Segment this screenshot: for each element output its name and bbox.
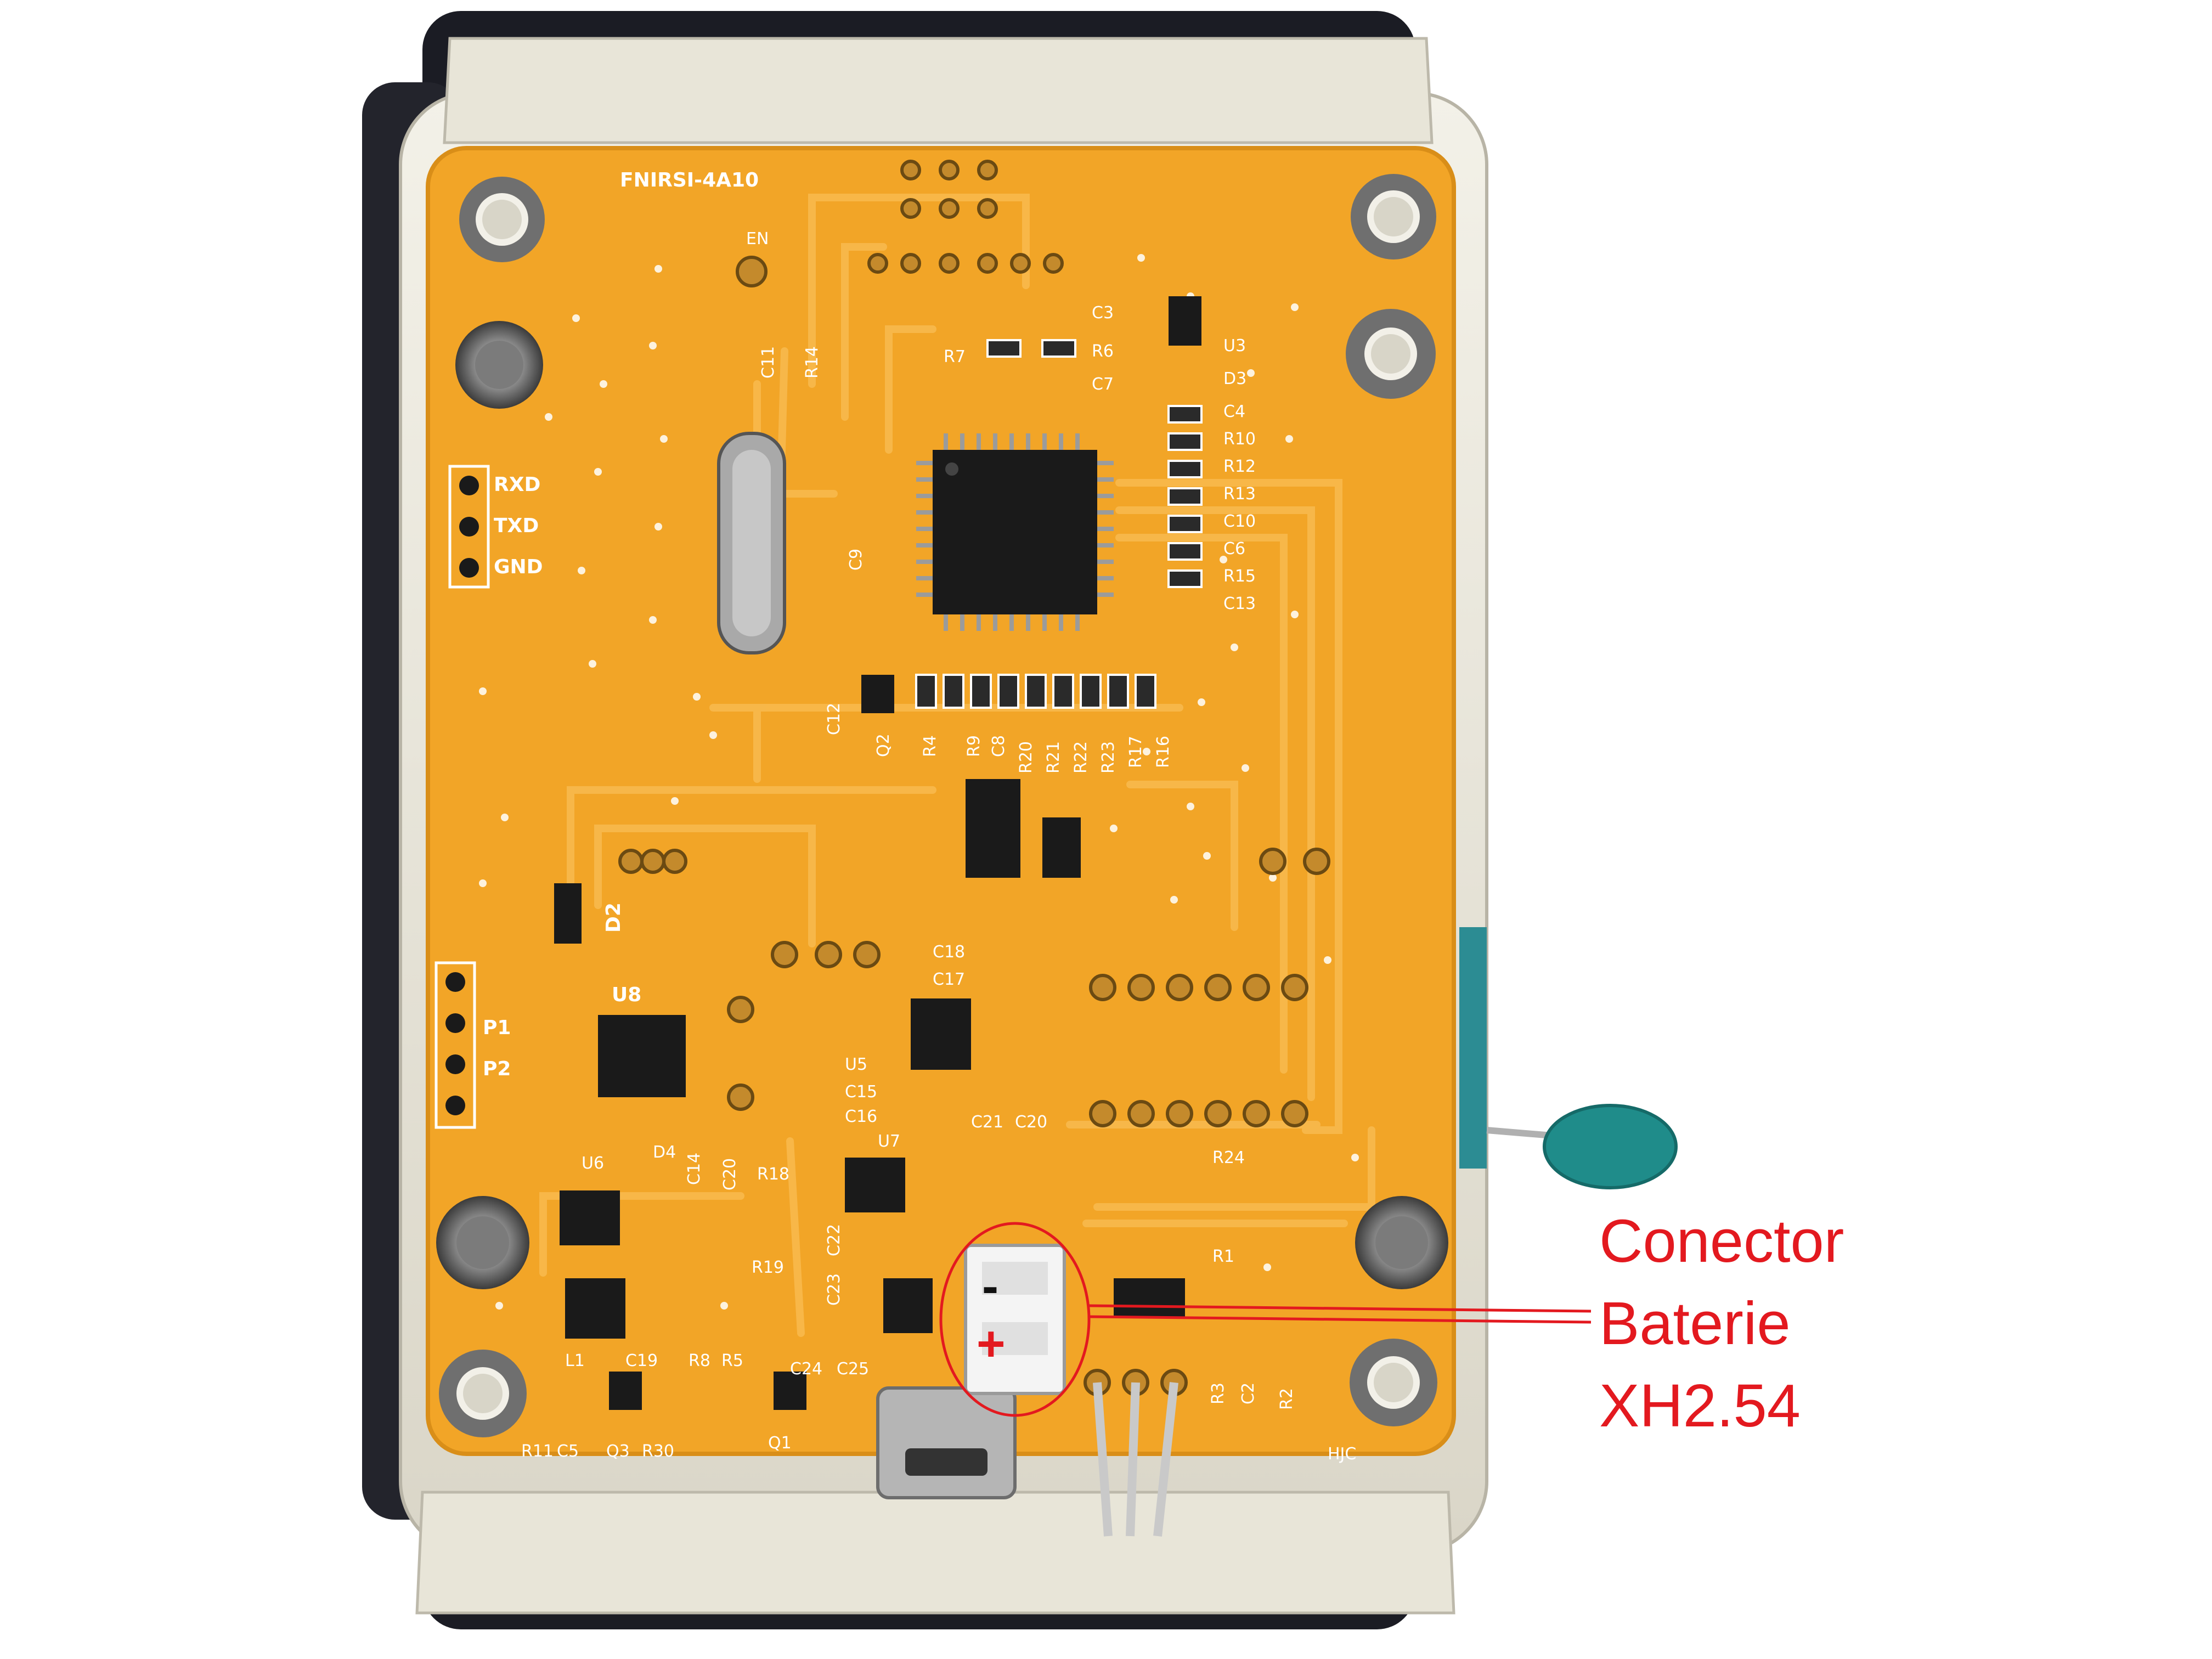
screw-lower-right [1355, 1196, 1448, 1289]
d3-label: D3 [1223, 369, 1246, 388]
screw-bottom-right [1350, 1339, 1437, 1426]
screw-upper-left [455, 321, 543, 409]
u3-label: U3 [1223, 336, 1246, 356]
p2-label: P2 [483, 1058, 511, 1080]
q3-label: Q3 [606, 1442, 630, 1461]
signature-label: HJC [1328, 1444, 1356, 1464]
ic-packages [554, 296, 1201, 1410]
crystal-oscillator [717, 432, 786, 654]
r2-label: R2 [1277, 1388, 1296, 1410]
smd-passives [915, 339, 1203, 709]
d2-label: D2 [602, 902, 625, 933]
microcontroller-chip [916, 433, 1114, 631]
c11-label: C11 [759, 346, 778, 379]
c18-label: C18 [933, 943, 965, 962]
c20-label: C20 [1015, 1113, 1047, 1132]
transistor-leads [1093, 1382, 1178, 1537]
c12-label: C12 [825, 703, 844, 735]
test-capacitor [1486, 1104, 1678, 1189]
annotation-line-3: XH2.54 [1599, 1372, 1801, 1440]
c24-label: C24 [790, 1359, 822, 1379]
c13-label: C13 [1223, 594, 1256, 613]
rxd-label: RXD [494, 473, 540, 496]
l1-label: L1 [565, 1351, 585, 1370]
c22-label: C22 [825, 1224, 844, 1256]
annotation-graphics [939, 1222, 1592, 1417]
r19-label: R19 [752, 1258, 784, 1277]
r22-label: R22 [1071, 741, 1091, 774]
header-pins-left [435, 465, 490, 1129]
r11-label: R11 [521, 1442, 554, 1461]
r5-label: R5 [721, 1351, 743, 1370]
screw-top-right [1351, 174, 1436, 259]
c17-label: C17 [933, 970, 965, 989]
annotation-label: Conector Baterie XH2.54 [1599, 1207, 1844, 1440]
r4-label: R4 [921, 735, 940, 757]
u5-label: U5 [845, 1055, 867, 1074]
r20-label: R20 [1017, 741, 1036, 774]
c8-label: C8 [989, 735, 1008, 757]
p1-label: P1 [483, 1017, 511, 1039]
connector-plus-mark: + [977, 1317, 1006, 1372]
through-hole-pads [618, 160, 1330, 1396]
screw-bottom-left [439, 1350, 527, 1437]
c16-label: C16 [845, 1107, 877, 1126]
c14-label: C14 [685, 1153, 704, 1185]
c20b-label: C20 [720, 1158, 740, 1190]
annotation-line-2: Baterie [1599, 1290, 1791, 1357]
screw-lower-left [436, 1196, 529, 1289]
c25-label: C25 [837, 1359, 869, 1379]
c21-label: C21 [971, 1113, 1003, 1132]
r8-label: R8 [689, 1351, 710, 1370]
q1-label: Q1 [768, 1434, 792, 1453]
u8-label: U8 [612, 984, 641, 1006]
u6-label: U6 [582, 1154, 604, 1173]
annotation-line-1: Conector [1599, 1207, 1844, 1275]
c9-label: C9 [847, 549, 866, 571]
r9-label: R9 [964, 735, 984, 757]
screw-top-left [459, 177, 545, 262]
r6-label: R6 [1092, 342, 1114, 361]
connector-minus-mark: - [982, 1259, 998, 1314]
r10-label: R10 [1223, 430, 1256, 449]
screw-upper-right [1346, 309, 1436, 399]
r14-label: R14 [803, 346, 822, 379]
en-label: EN [746, 229, 769, 249]
micro-usb-port [876, 1386, 1017, 1499]
r12-label: R12 [1223, 457, 1256, 476]
c4-label: C4 [1223, 402, 1245, 421]
c10-label: C10 [1223, 512, 1256, 531]
pcb-board [426, 146, 1456, 1456]
c19-label: C19 [625, 1351, 658, 1370]
c15-label: C15 [845, 1082, 877, 1102]
q2-label: Q2 [874, 733, 893, 757]
r16-label: R16 [1154, 736, 1173, 768]
c3-label: C3 [1092, 303, 1114, 323]
r15-label: R15 [1223, 567, 1256, 586]
c6-label: C6 [1223, 539, 1245, 558]
r17-label: R17 [1126, 736, 1146, 768]
r13-label: R13 [1223, 484, 1256, 504]
r30-label: R30 [642, 1442, 674, 1461]
c5-label: C5 [557, 1442, 579, 1461]
r7-label: R7 [944, 347, 966, 366]
c7-label: C7 [1092, 375, 1114, 394]
r1-label: R1 [1212, 1247, 1234, 1266]
gnd-label: GND [494, 556, 543, 578]
txd-label: TXD [494, 515, 539, 537]
r23-label: R23 [1099, 741, 1118, 774]
battery-connector [964, 1244, 1066, 1395]
c23-label: C23 [825, 1273, 844, 1306]
u7-label: U7 [878, 1132, 900, 1151]
d4-label: D4 [653, 1143, 676, 1162]
r18-label: R18 [757, 1165, 789, 1184]
r24-label: R24 [1212, 1148, 1245, 1167]
c2-label: C2 [1239, 1383, 1258, 1404]
mounting-screws [436, 174, 1448, 1437]
board-model-label: FNIRSI-4A10 [620, 169, 759, 191]
silkscreen-labels: FNIRSI-4A10 RXD TXD GND P1 P2 U8 D2 U3 D… [483, 169, 1356, 1464]
r21-label: R21 [1044, 741, 1063, 774]
r3-label: R3 [1209, 1383, 1228, 1404]
